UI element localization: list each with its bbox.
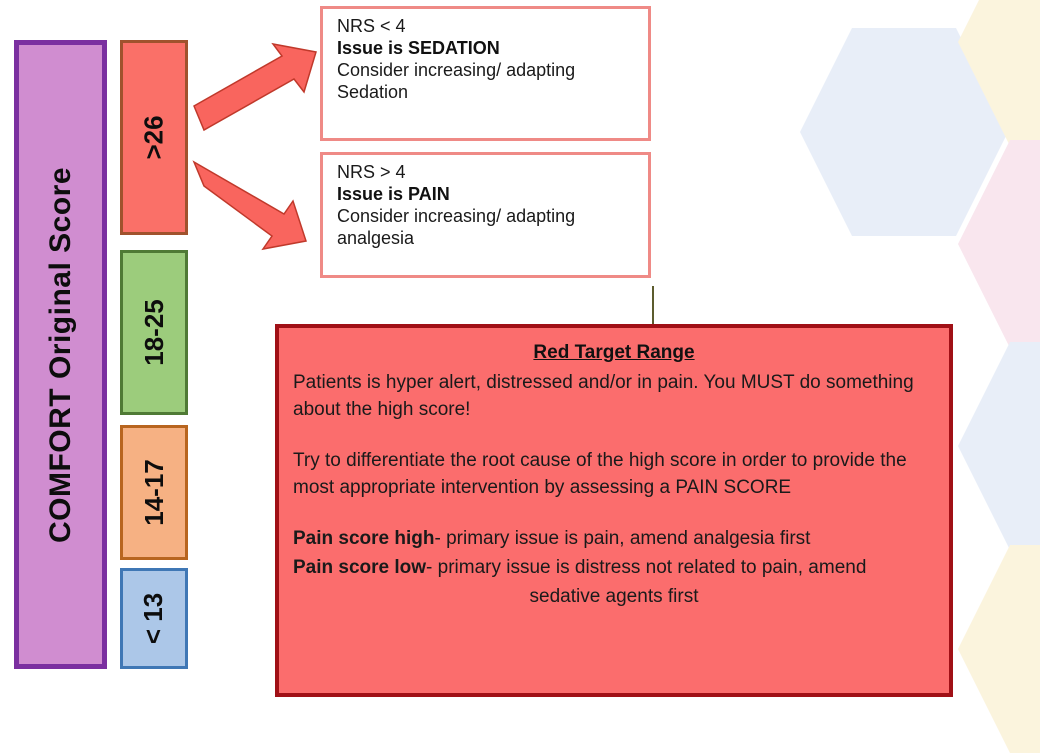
comfort-score-title-bar: COMFORT Original Score bbox=[14, 40, 107, 669]
nrs-pain-issue: Issue is PAIN bbox=[337, 183, 450, 204]
pain-score-low-line-2: sedative agents first bbox=[529, 585, 699, 607]
page-title: COMFORT Original Score bbox=[43, 166, 77, 543]
pain-score-low-text: - primary issue is distress not related … bbox=[426, 556, 867, 578]
nrs-pain-action-2: analgesia bbox=[337, 227, 415, 248]
hex-pink-mid-icon bbox=[958, 140, 1040, 348]
nrs-pain-action-1: Consider increasing/ adapting bbox=[337, 205, 576, 226]
hex-cream-top-icon bbox=[958, 0, 1040, 146]
range-bar-over-26: >26 bbox=[120, 40, 188, 235]
nrs-sedation-action-2: Sedation bbox=[337, 81, 409, 102]
red-target-range-paragraph-2: Try to differentiate the root cause of t… bbox=[293, 449, 907, 498]
nrs-sedation-condition: NRS < 4 bbox=[337, 16, 406, 36]
paragraph-spacer-2 bbox=[293, 504, 935, 526]
range-bar-18-25-label: 18-25 bbox=[138, 299, 169, 366]
nrs-sedation-action-1: Consider increasing/ adapting bbox=[337, 59, 576, 80]
pain-score-high-line: Pain score high- primary issue is pain, … bbox=[293, 526, 935, 553]
hex-blue-mid-icon bbox=[958, 342, 1040, 550]
nrs-sedation-box: NRS < 4 Issue is SEDATION Consider incre… bbox=[320, 6, 651, 141]
red-target-range-heading: Red Target Range bbox=[533, 342, 695, 363]
red-target-range-paragraph-1: Patients is hyper alert, distressed and/… bbox=[293, 372, 914, 420]
pain-score-low-line: Pain score low- primary issue is distres… bbox=[293, 555, 935, 582]
arrow-up-right-icon bbox=[193, 42, 317, 132]
red-target-range-box: Red Target Range Patients is hyper alert… bbox=[275, 324, 953, 697]
pain-score-low-label: Pain score low bbox=[293, 556, 427, 578]
pain-score-high-label: Pain score high bbox=[293, 527, 435, 549]
range-bar-14-17: 14-17 bbox=[120, 425, 188, 560]
nrs-sedation-issue: Issue is SEDATION bbox=[337, 37, 500, 58]
range-bar-over-26-label: >26 bbox=[138, 115, 169, 160]
range-bar-14-17-label: 14-17 bbox=[138, 459, 169, 526]
arrow-down-right-icon bbox=[192, 160, 307, 251]
paragraph-spacer bbox=[293, 426, 935, 448]
nrs-pain-box: NRS > 4 Issue is PAIN Consider increasin… bbox=[320, 152, 651, 278]
range-bar-under-13: < 13 bbox=[120, 568, 188, 669]
connector-line bbox=[652, 286, 654, 324]
nrs-pain-condition: NRS > 4 bbox=[337, 162, 406, 182]
hex-blue-top-icon bbox=[800, 28, 1008, 236]
range-bar-18-25: 18-25 bbox=[120, 250, 188, 415]
hex-cream-bot-icon bbox=[958, 545, 1040, 753]
range-bar-under-13-label: < 13 bbox=[138, 592, 169, 645]
pain-score-high-text: - primary issue is pain, amend analgesia… bbox=[434, 527, 811, 549]
